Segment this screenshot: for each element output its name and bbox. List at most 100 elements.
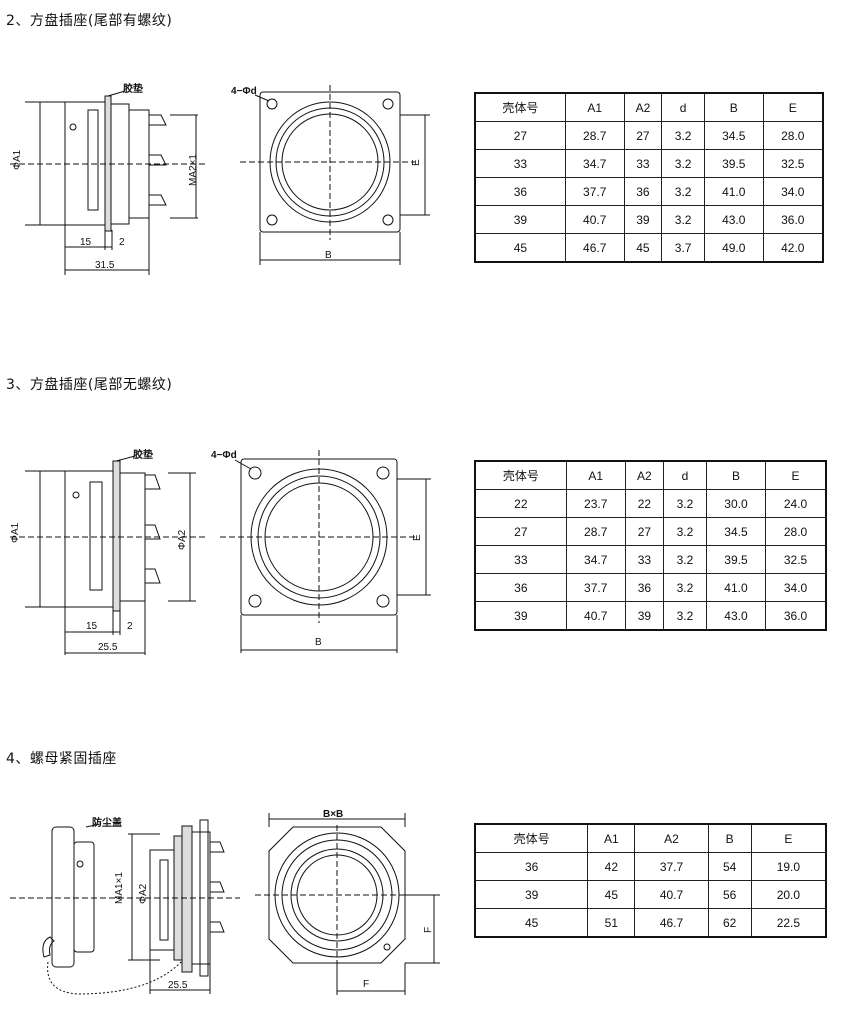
table-header-row: 壳体号 A1 A2 B E xyxy=(474,823,827,853)
spec-table-2: 壳体号 A1 A2 d B E 27 28.7 27 3.2 34.5 28.0… xyxy=(474,92,824,263)
table-cell: 46.7 xyxy=(564,233,625,263)
table-cell: 34.5 xyxy=(705,517,767,546)
table-header-cell: d xyxy=(661,92,705,122)
table-cell: 28.0 xyxy=(765,517,827,546)
holes-label: 4−Φd xyxy=(231,86,257,97)
dim-total-label: 25.5 xyxy=(168,980,188,991)
table-row: 39 45 40.7 56 20.0 xyxy=(474,880,827,909)
table-cell: 45 xyxy=(474,908,589,938)
b-label: B xyxy=(325,250,332,261)
dim-2-label: 2 xyxy=(127,621,133,632)
table-header-cell: E xyxy=(762,92,824,122)
table-row: 33 34.7 33 3.2 39.5 32.5 xyxy=(474,545,827,574)
table-header-cell: 壳体号 xyxy=(474,460,567,490)
table-row: 36 37.7 36 3.2 41.0 34.0 xyxy=(474,573,827,602)
table-header-row: 壳体号 A1 A2 d B E xyxy=(474,460,827,490)
table-header-row: 壳体号 A1 A2 d B E xyxy=(474,92,824,122)
table-header-cell: E xyxy=(765,460,827,490)
table-header-cell: d xyxy=(662,460,707,490)
table-cell: 36 xyxy=(623,177,663,206)
table-cell: 3.2 xyxy=(661,149,705,178)
table-cell: 51 xyxy=(587,908,636,938)
table-cell: 39.5 xyxy=(703,149,764,178)
table-header-cell: A1 xyxy=(565,460,626,490)
dim-total-label: 25.5 xyxy=(98,642,118,653)
table-cell: 28.7 xyxy=(565,517,626,546)
b-label: B xyxy=(315,637,322,648)
table-cell: 30.0 xyxy=(705,489,767,518)
table-cell: 41.0 xyxy=(703,177,764,206)
front-view-drawing-2: 4−Φd E B xyxy=(231,85,430,265)
table-cell: 27 xyxy=(623,121,663,150)
table-cell: 22.5 xyxy=(750,908,827,938)
table-cell: 36 xyxy=(474,852,589,881)
table-cell: 45 xyxy=(474,233,566,263)
table-cell: 3.2 xyxy=(662,601,707,631)
table-cell: 45 xyxy=(587,880,636,909)
table-cell: 3.7 xyxy=(661,233,705,263)
front-view-drawing-3: 4−Φd E B xyxy=(211,450,431,653)
thread-label: MA1×1 xyxy=(114,872,125,904)
table-cell: 27 xyxy=(474,517,567,546)
table-header-cell: E xyxy=(750,823,827,853)
table-row: 22 23.7 22 3.2 30.0 24.0 xyxy=(474,489,827,518)
dim-15-label: 15 xyxy=(86,621,98,632)
table-cell: 39 xyxy=(623,205,663,234)
table-cell: 43.0 xyxy=(705,601,767,631)
table-cell: 45 xyxy=(623,233,663,263)
table-header-cell: A2 xyxy=(623,92,663,122)
table-cell: 39 xyxy=(474,601,567,631)
dia-a2-label: ΦA2 xyxy=(138,883,149,904)
table-cell: 27 xyxy=(474,121,566,150)
thread-label: MA2×1 xyxy=(188,154,199,186)
table-cell: 27 xyxy=(624,517,664,546)
holes-label: 4−Φd xyxy=(211,450,237,461)
table-cell: 3.2 xyxy=(661,205,705,234)
table-row: 33 34.7 33 3.2 39.5 32.5 xyxy=(474,149,824,178)
table-header-cell: B xyxy=(707,823,752,853)
table-cell: 54 xyxy=(707,852,752,881)
table-cell: 28.0 xyxy=(762,121,824,150)
dia-a2-label: ΦA2 xyxy=(177,529,188,550)
table-cell: 62 xyxy=(707,908,752,938)
e-label: E xyxy=(411,159,422,166)
table-row: 39 40.7 39 3.2 43.0 36.0 xyxy=(474,601,827,631)
table-cell: 32.5 xyxy=(765,545,827,574)
table-row: 39 40.7 39 3.2 43.0 36.0 xyxy=(474,205,824,234)
table-cell: 32.5 xyxy=(762,149,824,178)
table-cell: 36 xyxy=(474,177,566,206)
table-row: 27 28.7 27 3.2 34.5 28.0 xyxy=(474,121,824,150)
table-cell: 3.2 xyxy=(662,489,707,518)
table-cell: 36.0 xyxy=(765,601,827,631)
table-header-cell: A2 xyxy=(624,460,664,490)
front-view-drawing-4: B×B F F xyxy=(255,809,440,995)
table-row: 36 37.7 36 3.2 41.0 34.0 xyxy=(474,177,824,206)
bxb-label: B×B xyxy=(323,809,343,820)
table-cell: 33 xyxy=(474,149,566,178)
table-cell: 36.0 xyxy=(762,205,824,234)
table-header-cell: A1 xyxy=(564,92,625,122)
table-cell: 22 xyxy=(624,489,664,518)
table-row: 45 46.7 45 3.7 49.0 42.0 xyxy=(474,233,824,263)
table-cell: 37.7 xyxy=(564,177,625,206)
table-cell: 3.2 xyxy=(662,517,707,546)
table-cell: 40.7 xyxy=(564,205,625,234)
table-cell: 49.0 xyxy=(703,233,764,263)
table-cell: 40.7 xyxy=(634,880,709,909)
table-header-cell: A1 xyxy=(587,823,636,853)
dust-cap-label: 防尘盖 xyxy=(92,816,122,829)
table-cell: 34.7 xyxy=(564,149,625,178)
table-cell: 42.0 xyxy=(762,233,824,263)
table-cell: 39 xyxy=(474,880,589,909)
table-cell: 34.0 xyxy=(762,177,824,206)
table-cell: 3.2 xyxy=(662,573,707,602)
table-header-cell: A2 xyxy=(634,823,709,853)
table-header-cell: 壳体号 xyxy=(474,92,566,122)
gasket-label: 胶垫 xyxy=(123,82,143,95)
e-label: E xyxy=(412,534,423,541)
table-cell: 39 xyxy=(474,205,566,234)
table-cell: 36 xyxy=(624,573,664,602)
dim-15-label: 15 xyxy=(80,237,92,248)
table-cell: 43.0 xyxy=(703,205,764,234)
spec-table-3: 壳体号 A1 A2 d B E 22 23.7 22 3.2 30.0 24.0… xyxy=(474,460,827,631)
